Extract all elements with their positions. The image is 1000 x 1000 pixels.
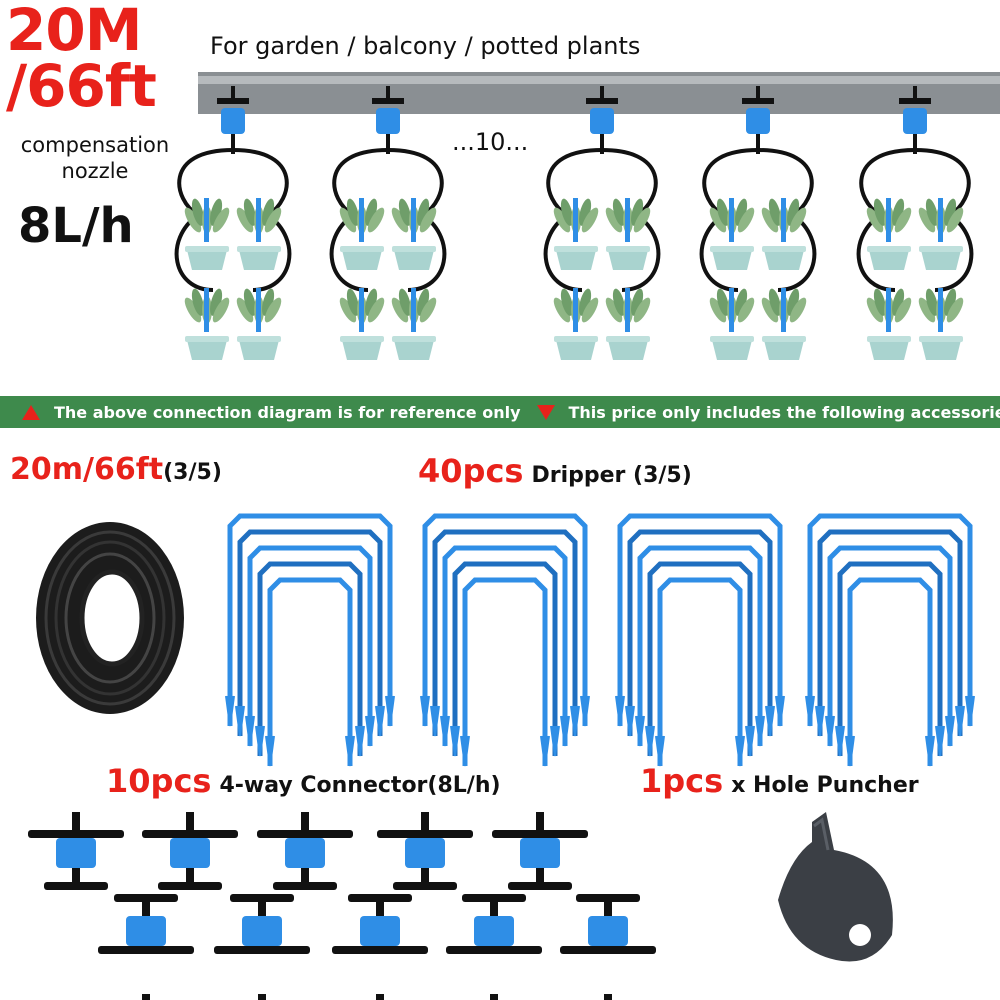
hero-subtitle-line2: nozzle xyxy=(61,159,129,183)
connector-icon xyxy=(560,894,656,1000)
banner-left-text: The above connection diagram is for refe… xyxy=(54,402,521,422)
hero-size-text: 20M /66ft xyxy=(6,0,157,120)
connector-icon xyxy=(257,812,353,890)
plant-drip-unit xyxy=(699,86,817,360)
hero-subtitle-line1: compensation xyxy=(20,133,170,157)
headline: For garden / balcony / potted plants xyxy=(210,32,641,60)
connector-icon xyxy=(492,812,588,890)
plant-drip-unit xyxy=(174,86,292,360)
puncher-qty: 1pcs xyxy=(640,762,724,800)
hose-coil-icon xyxy=(36,522,184,714)
dripper-stake-group xyxy=(805,513,975,767)
hero-flow-rate: 8L/h xyxy=(18,198,134,254)
diagram-ellipsis: ...10... xyxy=(452,128,529,156)
connector-label: 4-way Connector(8L/h) xyxy=(219,773,501,798)
connector-icon xyxy=(377,812,473,890)
dripper-stake-group xyxy=(615,513,785,767)
plant-drip-unit xyxy=(543,86,661,360)
hero-size-line1: 20M xyxy=(6,0,142,64)
puncher-heading: 1pcs x Hole Puncher xyxy=(640,762,919,800)
hole-puncher-icon xyxy=(778,812,893,962)
dripper-qty: 40pcs xyxy=(418,452,524,490)
warning-triangle-icon xyxy=(22,404,40,420)
connector-icon xyxy=(28,812,124,890)
hero-size-line2: /66ft xyxy=(6,52,157,120)
plant-drip-unit xyxy=(856,86,974,360)
connector-icon xyxy=(98,894,194,1000)
connector-qty: 10pcs xyxy=(106,762,212,800)
connector-icon xyxy=(332,894,428,1000)
connector-icon xyxy=(446,894,542,1000)
down-triangle-icon xyxy=(536,404,555,420)
dripper-stake-group xyxy=(225,513,395,767)
banner-right-text: This price only includes the following a… xyxy=(568,402,1000,422)
plant-drip-unit xyxy=(329,86,447,360)
hose-qty: 20m/66ft xyxy=(10,452,164,487)
hero-subtitle: compensation nozzle xyxy=(10,132,180,184)
dripper-heading: 40pcs Dripper (3/5) xyxy=(418,452,692,490)
connector-icon xyxy=(142,812,238,890)
dripper-stake-group xyxy=(420,513,590,767)
puncher-label: x Hole Puncher xyxy=(731,773,919,798)
connector-icon xyxy=(214,894,310,1000)
notice-banner: The above connection diagram is for refe… xyxy=(0,396,1000,428)
dripper-label: Dripper (3/5) xyxy=(531,463,692,488)
hose-heading: 20m/66ft (3/5) xyxy=(10,452,222,487)
hose-label: (3/5) xyxy=(163,460,222,485)
connector-heading: 10pcs 4-way Connector(8L/h) xyxy=(106,762,501,800)
